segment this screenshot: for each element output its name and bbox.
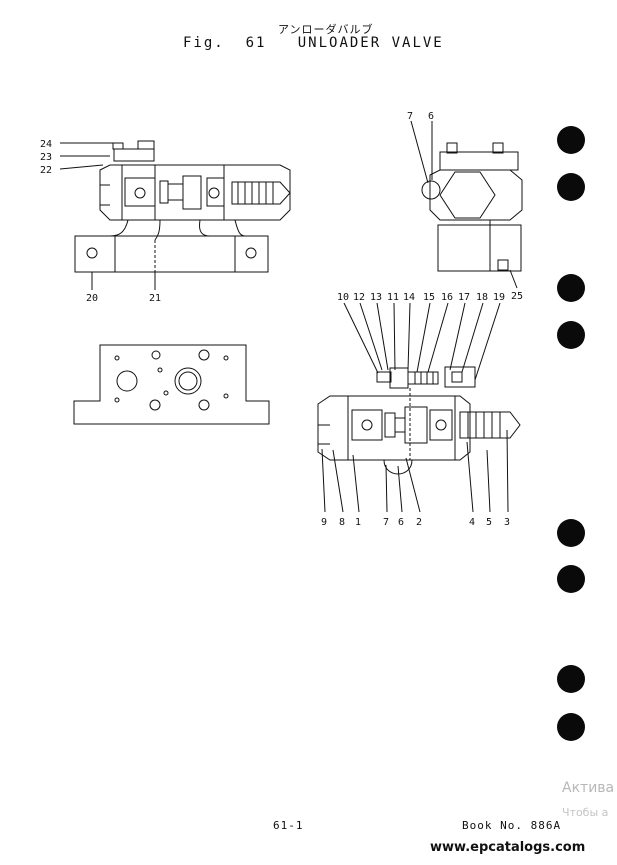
callout-6-top: 6 (428, 111, 434, 122)
end-view-assembly (421, 142, 523, 272)
callout-14: 14 (403, 292, 415, 303)
callout-17: 17 (458, 292, 470, 303)
callout-1: 1 (355, 517, 361, 528)
binder-hole (557, 519, 585, 547)
binder-hole (557, 126, 585, 154)
callout-2: 2 (416, 517, 422, 528)
japanese-title: アンローダバルブ (278, 23, 374, 36)
callout-6: 6 (398, 517, 404, 528)
page-number: 61-1 (273, 819, 304, 832)
callout-20: 20 (86, 293, 98, 304)
callout-18: 18 (476, 292, 488, 303)
exploded-assembly (317, 366, 521, 475)
leader-lines-top-left (59, 142, 156, 290)
callout-11: 11 (387, 292, 399, 303)
callout-10: 10 (337, 292, 349, 303)
figure-heading: Fig. 61 UNLOADER VALVE (183, 35, 444, 51)
callout-23: 23 (40, 152, 52, 163)
callout-15: 15 (423, 292, 435, 303)
mounting-plate (73, 344, 270, 425)
book-number: Book No. 886A (462, 819, 562, 832)
binder-hole (557, 173, 585, 201)
callout-7: 7 (383, 517, 389, 528)
callout-16: 16 (441, 292, 453, 303)
binder-hole (557, 274, 585, 302)
side-view-assembly (74, 140, 291, 273)
callout-3: 3 (504, 517, 510, 528)
binder-hole (557, 713, 585, 741)
callout-19: 19 (493, 292, 505, 303)
figure-title: UNLOADER VALVE (297, 35, 444, 51)
leader-lines-top-right (410, 120, 518, 289)
callout-21: 21 (149, 293, 161, 304)
callout-labels: 24 23 22 20 21 7 6 25 10 12 13 11 14 15 … (40, 111, 523, 528)
callout-25: 25 (511, 291, 523, 302)
callout-24: 24 (40, 139, 52, 150)
leader-lines-assembly (321, 302, 509, 513)
callout-4: 4 (469, 517, 475, 528)
callout-12: 12 (353, 292, 365, 303)
callout-8: 8 (339, 517, 345, 528)
callout-5: 5 (486, 517, 492, 528)
activation-notice-title: Актива (562, 780, 615, 796)
callout-13: 13 (370, 292, 382, 303)
figure-label: Fig. 61 (183, 35, 267, 51)
website-watermark: www.epcatalogs.com (430, 840, 586, 855)
binder-hole (557, 665, 585, 693)
callout-22: 22 (40, 165, 52, 176)
activation-notice-text: Чтобы а (562, 806, 609, 819)
callout-7-top: 7 (407, 111, 413, 122)
callout-9: 9 (321, 517, 327, 528)
binder-hole (557, 565, 585, 593)
binder-hole (557, 321, 585, 349)
